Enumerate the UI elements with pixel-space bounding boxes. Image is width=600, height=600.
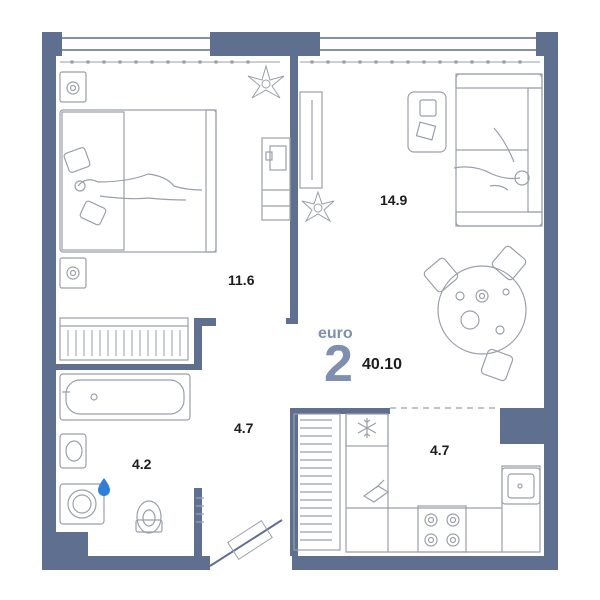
- bedroom-furniture: [59, 71, 291, 361]
- room-area-bedroom: 11.6: [228, 272, 255, 288]
- bathroom-fixtures: [59, 373, 204, 534]
- room-area-living: 14.9: [380, 192, 408, 208]
- plant-icon: [247, 64, 285, 99]
- total-area: 40.10: [362, 356, 403, 373]
- rooms-count: 2: [324, 335, 353, 393]
- wardrobe-hangers: [67, 330, 181, 356]
- room-area-hall: 4.7: [234, 420, 254, 436]
- water-drop-icon: [98, 478, 110, 496]
- kitchen-fixtures: [345, 413, 541, 553]
- room-area-bathroom: 4.2: [132, 456, 152, 472]
- plan-type-prefix: euro: [318, 325, 353, 342]
- hall-wardrobe: [293, 413, 341, 551]
- snowflake-icon: [357, 418, 377, 438]
- living-furniture: [299, 73, 543, 382]
- curtain-rings: [70, 60, 522, 64]
- room-area-kitchen: 4.7: [430, 442, 450, 458]
- walls: [42, 32, 558, 570]
- entrance-door: [209, 519, 283, 567]
- plant-icon: [301, 190, 335, 223]
- windows: [62, 37, 536, 51]
